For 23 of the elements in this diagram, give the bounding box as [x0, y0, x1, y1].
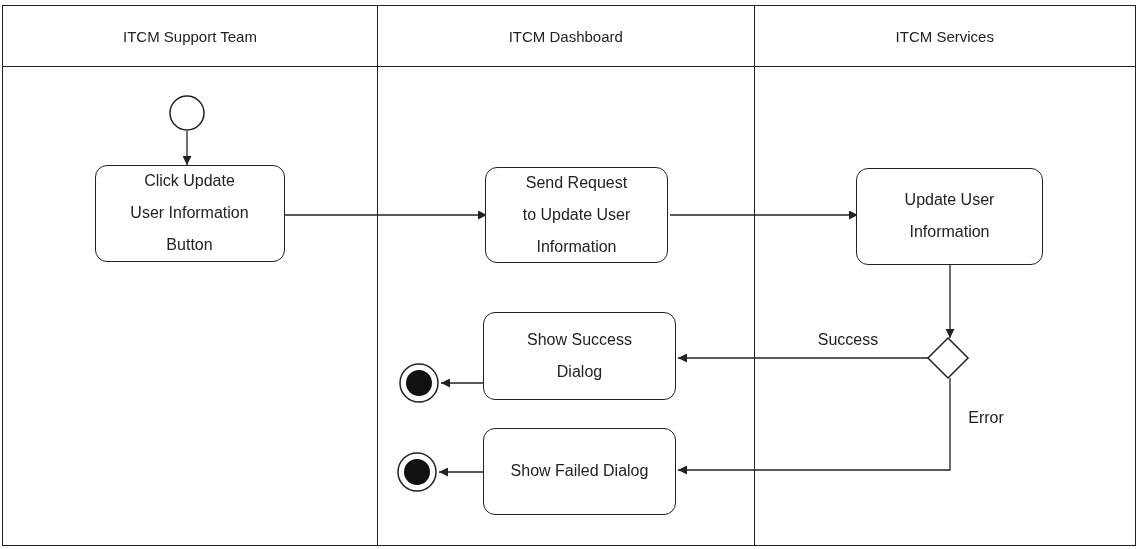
action-label: Show Failed Dialog	[509, 461, 650, 481]
flow-arrow	[438, 467, 486, 477]
action-box	[485, 166, 668, 263]
swimlane	[753, 5, 1136, 546]
flow-arrow	[284, 210, 488, 220]
swimlane	[2, 5, 378, 546]
flow-arrow	[677, 377, 951, 475]
lane-title: ITCM Support Team	[123, 27, 257, 45]
lane-title: ITCM Services	[895, 27, 994, 45]
flow-arrow	[182, 130, 192, 166]
lane-title: ITCM Dashboard	[508, 27, 623, 45]
swimlane	[376, 5, 755, 546]
flow-arrow	[440, 378, 486, 388]
action-box	[856, 167, 1043, 265]
flow-arrow	[945, 264, 955, 339]
action-label: Click Update User Information Button	[129, 171, 250, 255]
action-label: Send Request to Update User Information	[521, 172, 632, 257]
action-box	[483, 427, 676, 515]
flow-arrow	[669, 210, 859, 220]
action-label: Update User Information	[903, 190, 996, 242]
action-box	[483, 311, 676, 400]
action-label: Show Success Dialog	[526, 329, 633, 382]
action-box	[94, 164, 285, 262]
